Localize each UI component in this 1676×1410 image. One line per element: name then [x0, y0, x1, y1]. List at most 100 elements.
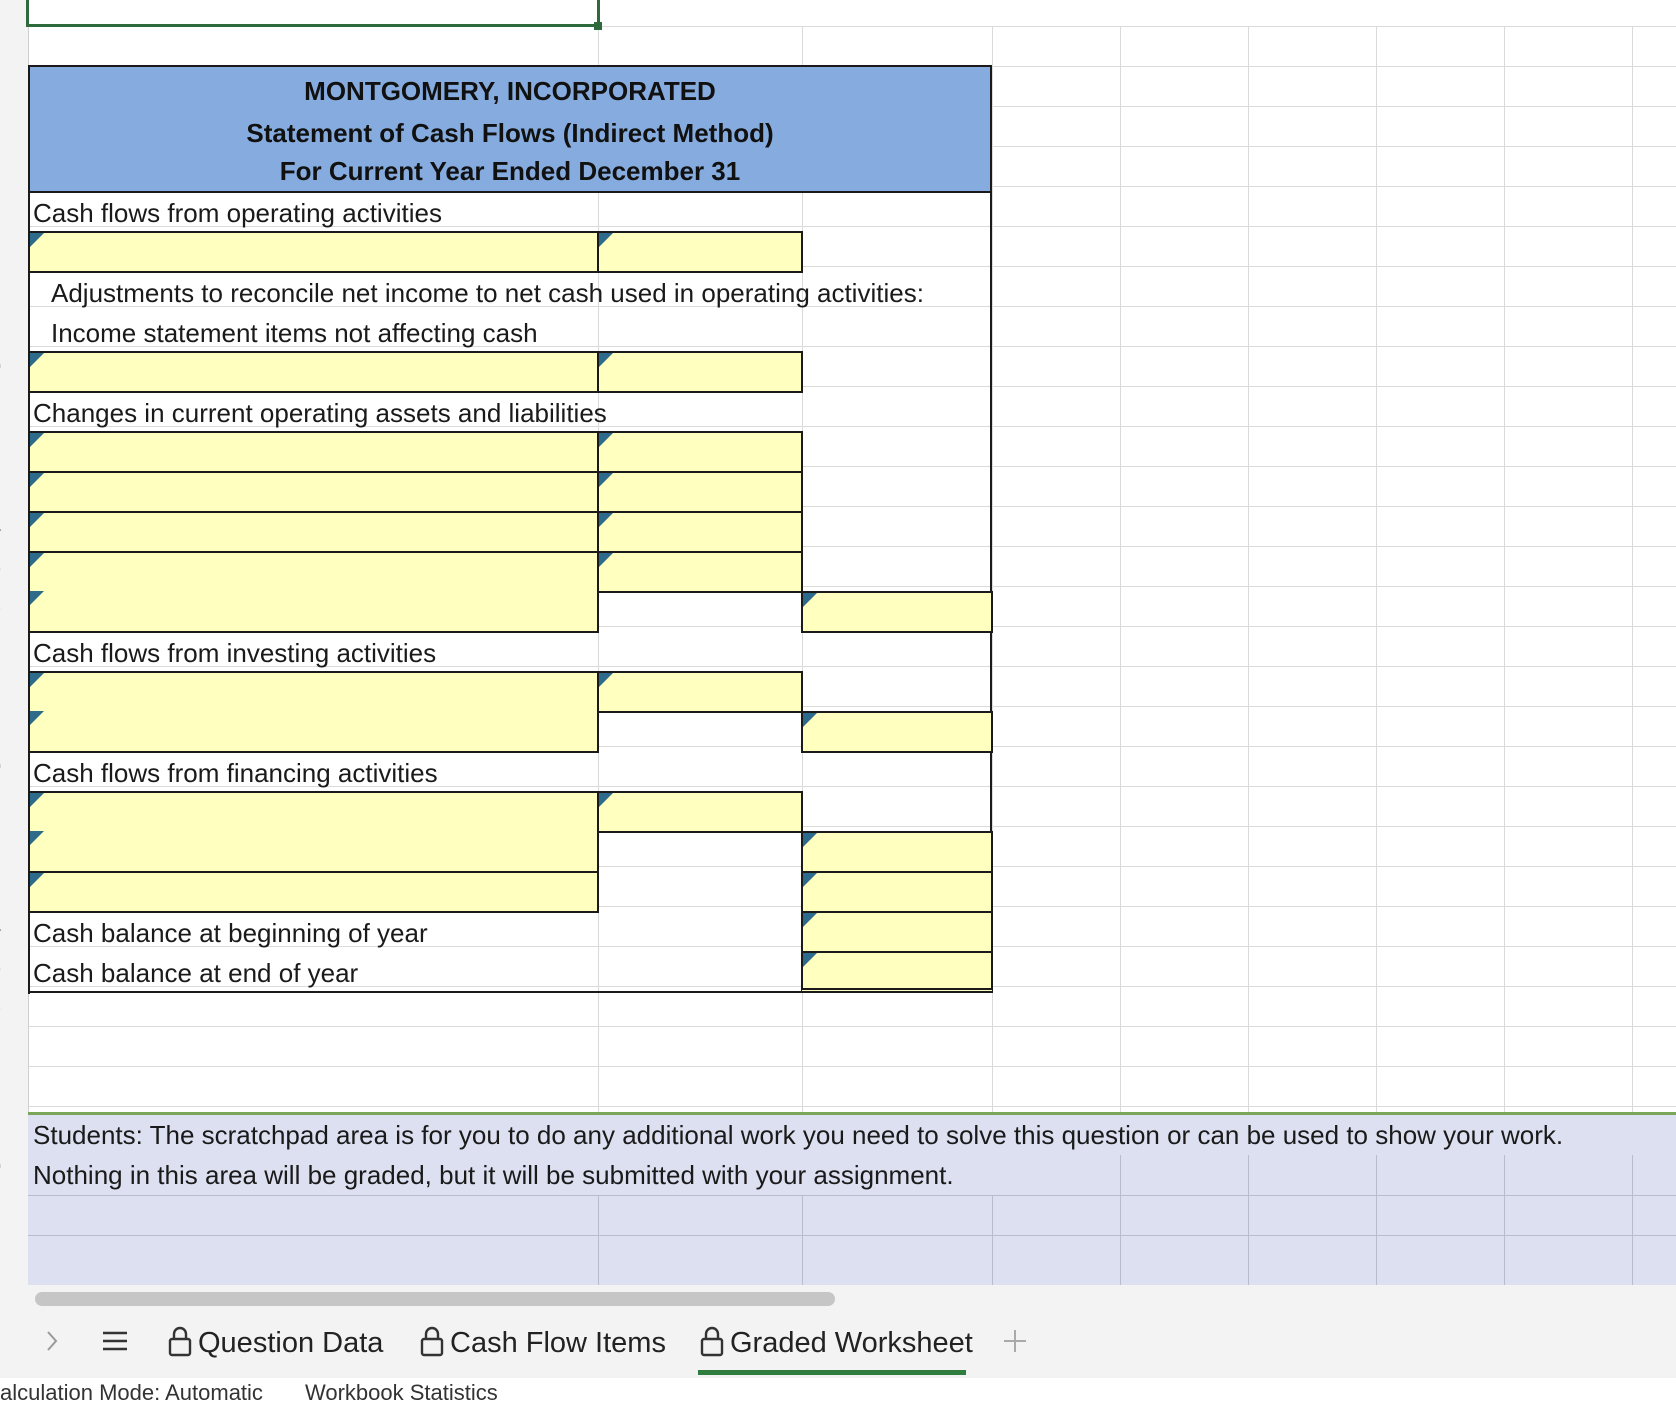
plus-icon[interactable]: [1002, 1313, 1034, 1373]
grid-row-line: [0, 26, 1676, 27]
grid-row-line: [0, 1066, 1676, 1067]
lock-icon: [168, 1327, 192, 1357]
label-ending: Cash balance at end of year: [33, 958, 359, 988]
change-item-amount-input-3[interactable]: [597, 511, 803, 553]
change-item-label-input-3[interactable]: [28, 511, 599, 553]
row-number[interactable]: 0: [0, 346, 28, 386]
grid-col-line: [1504, 26, 1505, 1285]
lock-icon: [420, 1327, 444, 1357]
tab-question-data[interactable]: Question Data: [168, 1313, 383, 1373]
row-number[interactable]: 3: [0, 866, 28, 906]
scratch-col-line: [802, 1195, 803, 1285]
net-investing-total-input[interactable]: [801, 711, 993, 753]
row-number[interactable]: 4: [0, 906, 28, 946]
grid-row-line: [0, 1106, 1676, 1107]
net-change-total-input[interactable]: [801, 871, 993, 913]
financing-item-label-input[interactable]: [28, 791, 599, 873]
financing-item-amount-input[interactable]: [597, 791, 803, 833]
net-financing-total-input[interactable]: [801, 831, 993, 873]
change-item-label-input-1[interactable]: [28, 431, 599, 473]
table-bottom-border: [28, 991, 803, 993]
change-item-amount-input-1[interactable]: [597, 431, 803, 473]
grid-row-line: [0, 506, 1676, 507]
change-item-amount-input-4[interactable]: [597, 551, 803, 593]
grid-row-line: [0, 1026, 1676, 1027]
selected-cell[interactable]: [26, 0, 600, 27]
row-number[interactable]: 7: [0, 626, 28, 666]
grid-row-line: [0, 586, 1676, 587]
status-bar: alculation Mode: Automatic Workbook Stat…: [0, 1378, 1676, 1410]
hamburger-menu-icon[interactable]: [100, 1313, 136, 1373]
row-number[interactable]: 2: [0, 826, 28, 866]
operating-net-income-amount-input[interactable]: [597, 231, 803, 273]
grid-col-line: [802, 26, 803, 1285]
grid-row-line: [0, 466, 1676, 467]
fill-handle[interactable]: [594, 22, 602, 30]
tab-cash-flow-items[interactable]: Cash Flow Items: [420, 1313, 666, 1373]
investing-item-amount-input[interactable]: [597, 671, 803, 713]
spreadsheet-grid[interactable]: 02345678902345678902 MONTGOMERY, INCORPO…: [0, 0, 1676, 1285]
row-number[interactable]: 6: [0, 586, 28, 626]
lock-icon: [700, 1327, 724, 1357]
change-item-amount-input-2[interactable]: [597, 471, 803, 513]
workbook-statistics[interactable]: Workbook Statistics: [305, 1380, 498, 1405]
grid-row-line: [0, 706, 1676, 707]
grid-col-line: [1632, 26, 1633, 1285]
row-number[interactable]: 4: [0, 506, 28, 546]
noncash-item-amount-input[interactable]: [597, 351, 803, 393]
scrollbar-thumb[interactable]: [35, 1292, 835, 1306]
row-number[interactable]: 5: [0, 546, 28, 586]
grid-row-line: [0, 546, 1676, 547]
row-number[interactable]: 2: [0, 1226, 28, 1266]
label-financing: Cash flows from financing activities: [33, 758, 438, 788]
grid-col-line: [992, 26, 993, 1285]
change-item-label-input-2[interactable]: [28, 471, 599, 513]
sheet-tab-bar: Question Data Cash Flow Items Graded Wor…: [0, 1313, 1676, 1379]
ending-cash-input[interactable]: [801, 951, 993, 993]
grid-row-line: [0, 786, 1676, 787]
calculation-mode[interactable]: alculation Mode: Automatic: [0, 1380, 263, 1405]
row-number[interactable]: 3: [0, 466, 28, 506]
row-number[interactable]: 5: [0, 946, 28, 986]
grid-row-line: [0, 826, 1676, 827]
company-name: MONTGOMERY, INCORPORATED: [304, 76, 716, 106]
scratch-row-line: [28, 1235, 1676, 1236]
row-number[interactable]: 6: [0, 986, 28, 1026]
scratch-col-line: [1632, 1155, 1633, 1285]
grid-row-line: [0, 266, 1676, 267]
row-number[interactable]: 8: [0, 666, 28, 706]
tab-graded-worksheet[interactable]: Graded Worksheet: [700, 1313, 973, 1373]
row-number[interactable]: 7: [0, 1026, 28, 1066]
beginning-cash-input[interactable]: [801, 911, 993, 953]
grid-row-line: [0, 226, 1676, 227]
chevron-right-icon[interactable]: [42, 1313, 68, 1373]
tab-label: Question Data: [198, 1327, 384, 1359]
grid-col-line: [598, 26, 599, 1285]
operating-net-income-label-input[interactable]: [28, 231, 599, 273]
grid-row-line: [0, 426, 1676, 427]
grid-col-line: [1120, 26, 1121, 1285]
grid-row-line: [0, 306, 1676, 307]
horizontal-scrollbar[interactable]: [0, 1285, 1676, 1313]
scratchpad-instructions-1: Students: The scratchpad area is for you…: [33, 1120, 1564, 1150]
row-number[interactable]: 2: [0, 426, 28, 466]
row-number[interactable]: 9: [0, 706, 28, 746]
net-change-label-input[interactable]: [28, 871, 599, 913]
noncash-item-label-input[interactable]: [28, 351, 599, 393]
grid-col-line: [1248, 26, 1249, 1285]
row-number[interactable]: 0: [0, 746, 28, 786]
scratch-col-line: [1376, 1155, 1377, 1285]
change-item-label-input-4[interactable]: [28, 551, 599, 633]
scratch-col-line: [992, 1195, 993, 1285]
row-number[interactable]: 8: [0, 1066, 28, 1106]
statement-header: MONTGOMERY, INCORPORATED Statement of Ca…: [28, 65, 992, 193]
row-number[interactable]: 0: [0, 1146, 28, 1186]
label-investing: Cash flows from investing activities: [33, 638, 437, 668]
label-noncash: Income statement items not affecting cas…: [51, 318, 538, 348]
net-operating-total-input[interactable]: [801, 591, 993, 633]
label-beginning: Cash balance at beginning of year: [33, 918, 428, 948]
scratchpad-area[interactable]: Students: The scratchpad area is for you…: [28, 1112, 1676, 1285]
investing-item-label-input[interactable]: [28, 671, 599, 753]
row-number[interactable]: 9: [0, 1106, 28, 1146]
grid-col-line: [1376, 26, 1377, 1285]
